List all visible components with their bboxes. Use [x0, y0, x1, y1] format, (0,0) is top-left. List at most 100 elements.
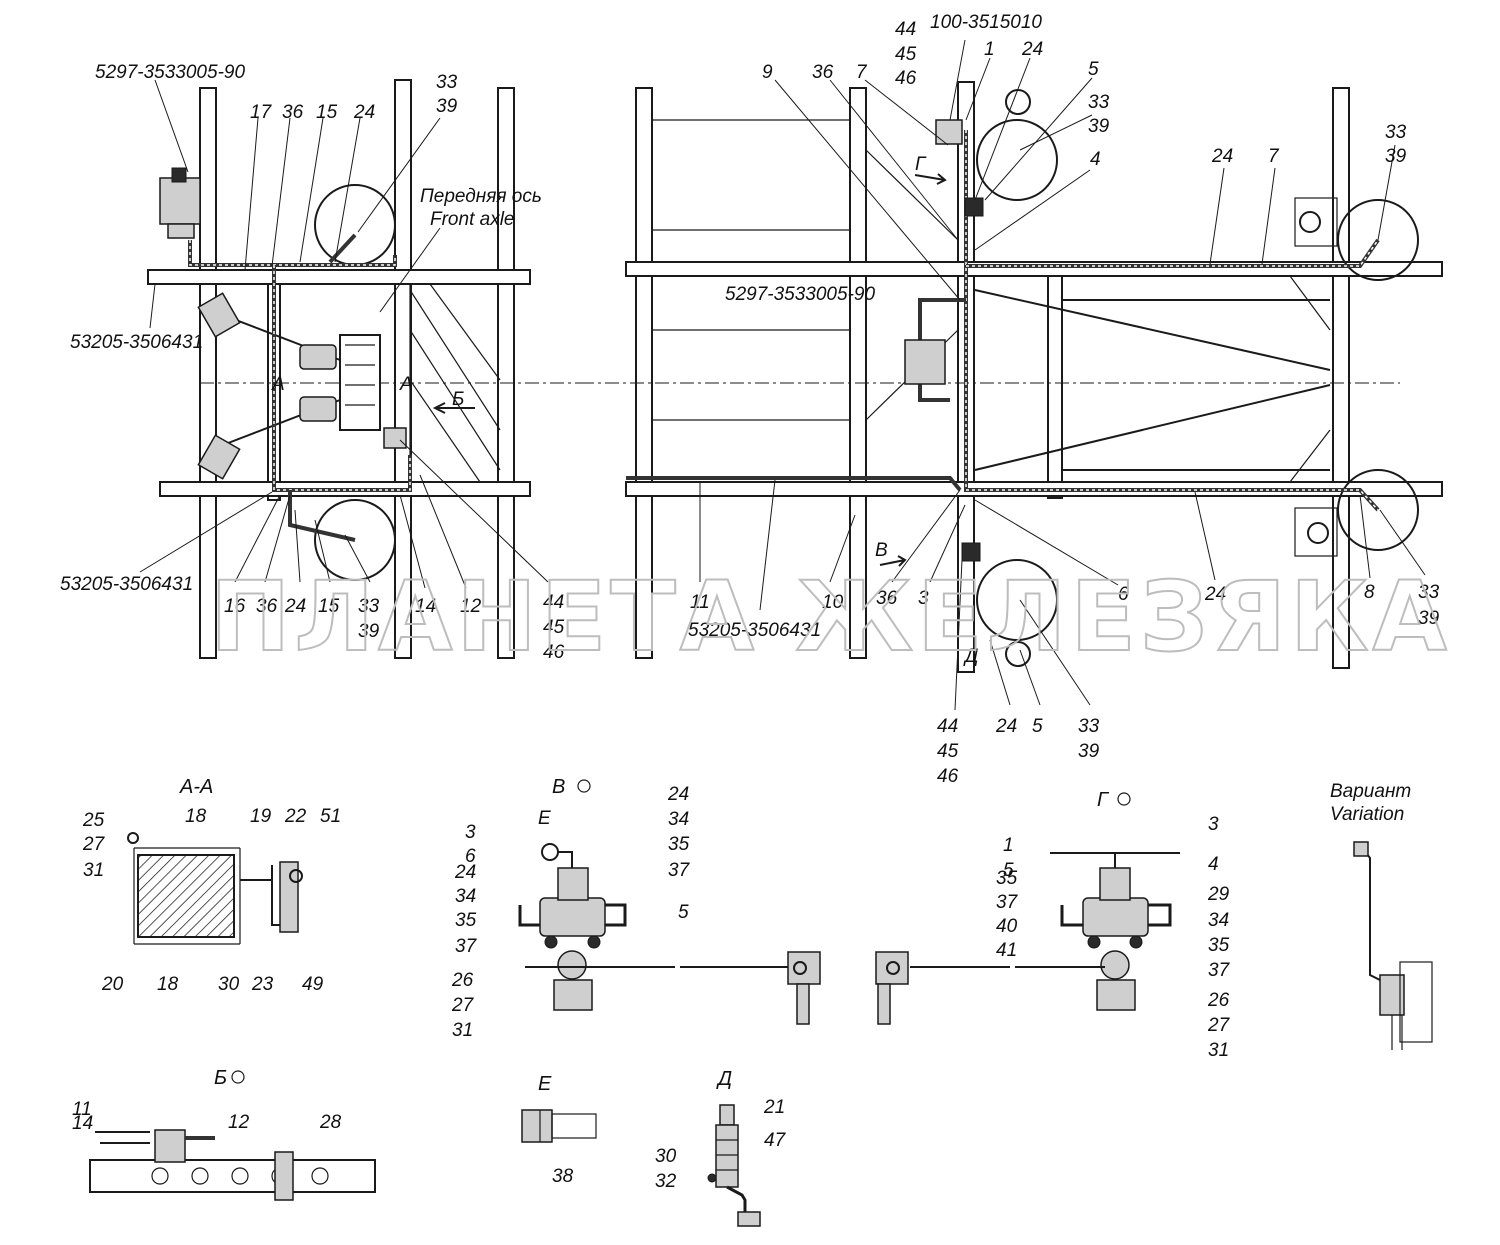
callout: 46 — [937, 766, 959, 787]
title-section-aa: А-А — [179, 776, 213, 798]
callout: 49 — [302, 974, 324, 995]
label-valve-right: 5297-3533005-90 — [725, 284, 875, 305]
callout: 34 — [1208, 910, 1229, 931]
callout: 24 — [353, 102, 375, 123]
brake-chamber-bottom-right — [1337, 469, 1419, 551]
callout: 31 — [452, 1020, 473, 1041]
brake-chamber-top-middle — [976, 119, 1058, 201]
callout: 35 — [1208, 935, 1230, 956]
title-section-g: Г — [1097, 789, 1110, 811]
callout: 35 — [996, 868, 1018, 889]
brake-chamber-bottom-left — [314, 499, 396, 581]
variant-en: Variation — [1330, 804, 1404, 825]
callout: 24 — [667, 784, 689, 805]
callout: 31 — [1208, 1040, 1229, 1061]
callout: 36 — [282, 102, 304, 123]
section-mark-a-left: А — [271, 374, 285, 395]
callout: 18 — [185, 806, 207, 827]
callout: 19 — [250, 806, 272, 827]
callout: 24 — [284, 596, 306, 617]
aa-callouts: 25 27 31 18 19 22 51 20 18 30 23 49 — [82, 806, 341, 995]
callout: 37 — [1208, 960, 1231, 981]
variant-detail — [1353, 841, 1433, 1050]
callout: 46 — [543, 642, 565, 663]
callout: 3 — [465, 822, 476, 843]
callout: 5 — [678, 902, 689, 923]
callout: 47 — [764, 1130, 787, 1151]
callout: 37 — [996, 892, 1019, 913]
callout: 21 — [763, 1097, 785, 1118]
section-aa — [127, 832, 303, 945]
brake-chamber-bottom-middle — [976, 559, 1058, 641]
callout: 20 — [101, 974, 124, 995]
label-top-part: 100-3515010 — [930, 12, 1042, 33]
title-section-v: В — [552, 776, 565, 798]
callout: 4 — [1090, 149, 1101, 170]
callout: 14 — [72, 1113, 93, 1134]
callout: 36 — [876, 588, 898, 609]
callout: 14 — [415, 596, 436, 617]
callout: 44 — [543, 592, 564, 613]
callout: 7 — [1268, 146, 1280, 167]
title-section-e: Е — [538, 1073, 552, 1095]
label-hose-c: 53205-3506431 — [688, 620, 821, 641]
callout: 12 — [460, 596, 482, 617]
callout: 39 — [358, 621, 380, 642]
callout: 18 — [157, 974, 179, 995]
callout: 24 — [1204, 584, 1226, 605]
title-section-b: Б — [214, 1067, 227, 1089]
callout: 3 — [1208, 814, 1219, 835]
callout: 9 — [762, 62, 773, 83]
callout: 39 — [1088, 116, 1110, 137]
small-valve-left — [383, 427, 407, 449]
section-b — [89, 1129, 376, 1201]
callout: 4 — [1208, 854, 1219, 875]
callout: 7 — [856, 62, 868, 83]
callout: 37 — [455, 936, 478, 957]
section-mark-a-right: А — [399, 374, 413, 395]
callout: 45 — [895, 44, 917, 65]
callout: 22 — [284, 806, 307, 827]
callout: 27 — [82, 834, 106, 855]
section-v — [518, 843, 821, 1025]
callout: 33 — [358, 596, 380, 617]
callout: 10 — [822, 592, 844, 613]
callout: 33 — [1078, 716, 1100, 737]
callout: 28 — [319, 1112, 342, 1133]
callout: 33 — [1088, 92, 1110, 113]
callout: 1 — [984, 39, 995, 60]
rear-bogie-view — [580, 81, 1443, 673]
callout: 34 — [455, 886, 476, 907]
left-valve-assembly — [159, 167, 201, 239]
callout: 15 — [316, 102, 338, 123]
callout: 34 — [668, 809, 689, 830]
arrow-d: Д — [963, 646, 978, 667]
callout: 24 — [995, 716, 1017, 737]
callout: 5 — [1088, 59, 1099, 80]
callout: 44 — [937, 716, 958, 737]
title-section-d: Д — [716, 1068, 732, 1090]
callout: 36 — [256, 596, 278, 617]
part-number-labels: 5297-3533005-90 5297-3533005-90 53205-35… — [60, 12, 1042, 641]
top-part-valve — [935, 119, 963, 145]
callout: 5 — [1032, 716, 1043, 737]
callout: 33 — [1418, 582, 1440, 603]
callout: 8 — [1364, 582, 1375, 603]
callout: 33 — [436, 72, 458, 93]
label-hose-b: 53205-3506431 — [60, 574, 193, 595]
callout: 39 — [436, 96, 458, 117]
callout: 1 — [1003, 835, 1014, 856]
callout: 36 — [812, 62, 834, 83]
callout: 23 — [251, 974, 274, 995]
callout: 32 — [655, 1171, 677, 1192]
callout: 37 — [668, 860, 691, 881]
section-g — [875, 852, 1180, 1025]
left-view-callouts: 17 36 15 24 33 39 16 36 24 15 33 39 14 1… — [224, 72, 565, 663]
leader-lines — [139, 39, 1426, 711]
label-hose-a: 53205-3506431 — [70, 332, 203, 353]
axle-note-ru: Передняя ось — [420, 186, 542, 207]
callout: 6 — [465, 846, 476, 867]
label-valve-left: 5297-3533005-90 — [95, 62, 245, 83]
right-view-callouts: 44 45 46 1 24 5 9 36 7 33 39 4 24 7 33 3… — [690, 19, 1440, 787]
marker-e: Е — [538, 808, 551, 829]
